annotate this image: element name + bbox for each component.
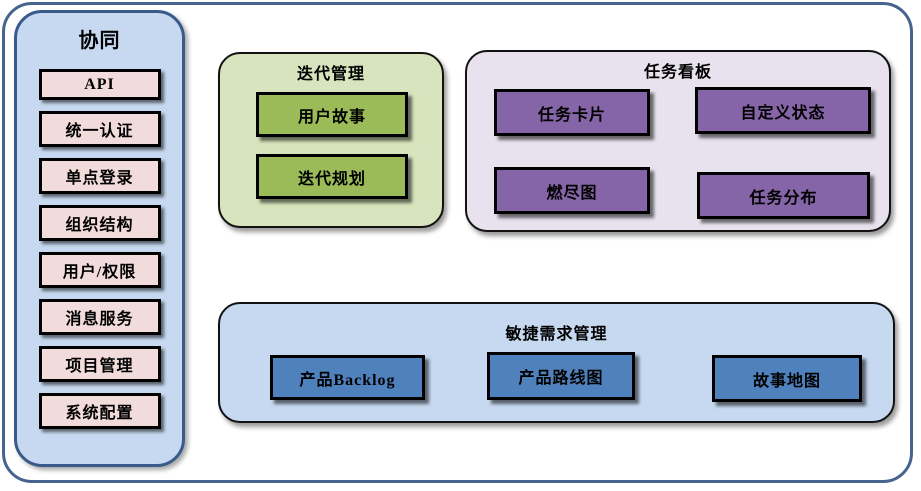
block-task-card: 任务卡片 — [494, 89, 650, 136]
block-iteration-planning: 迭代规划 — [256, 154, 408, 199]
block-custom-status: 自定义状态 — [695, 87, 871, 134]
sidebar-item-unified-auth: 统一认证 — [38, 111, 161, 147]
sidebar-item-org-structure: 组织结构 — [38, 205, 161, 241]
block-user-story: 用户故事 — [256, 92, 408, 137]
block-burndown-chart: 燃尽图 — [494, 167, 650, 214]
sidebar-item-api: API — [38, 69, 161, 100]
group-title-iteration: 迭代管理 — [296, 66, 365, 83]
block-product-roadmap: 产品路线图 — [487, 352, 635, 400]
group-agile-requirements: 敏捷需求管理 产品Backlog 产品路线图 故事地图 — [218, 302, 895, 423]
sidebar-items: API 统一认证 单点登录 组织结构 用户/权限 消息服务 项目管理 系统配置 — [17, 69, 182, 429]
block-story-map: 故事地图 — [712, 355, 862, 402]
sidebar-item-system-config: 系统配置 — [38, 393, 161, 429]
group-iteration-management: 迭代管理 用户故事 迭代规划 — [218, 52, 444, 228]
block-task-distribution: 任务分布 — [697, 172, 870, 219]
sidebar-item-sso: 单点登录 — [38, 158, 161, 194]
block-product-backlog: 产品Backlog — [270, 355, 425, 400]
sidebar-title: 协同 — [78, 30, 121, 52]
sidebar-group-collaboration: 协同 API 统一认证 单点登录 组织结构 用户/权限 消息服务 项目管理 系统… — [14, 10, 185, 467]
group-task-board: 任务看板 任务卡片 自定义状态 燃尽图 任务分布 — [465, 50, 891, 232]
sidebar-item-message-service: 消息服务 — [38, 299, 161, 335]
sidebar-item-user-permission: 用户/权限 — [38, 252, 161, 288]
sidebar-item-project-management: 项目管理 — [38, 346, 161, 382]
group-title-agile-requirements: 敏捷需求管理 — [505, 326, 608, 343]
group-title-task-board: 任务看板 — [643, 64, 712, 81]
